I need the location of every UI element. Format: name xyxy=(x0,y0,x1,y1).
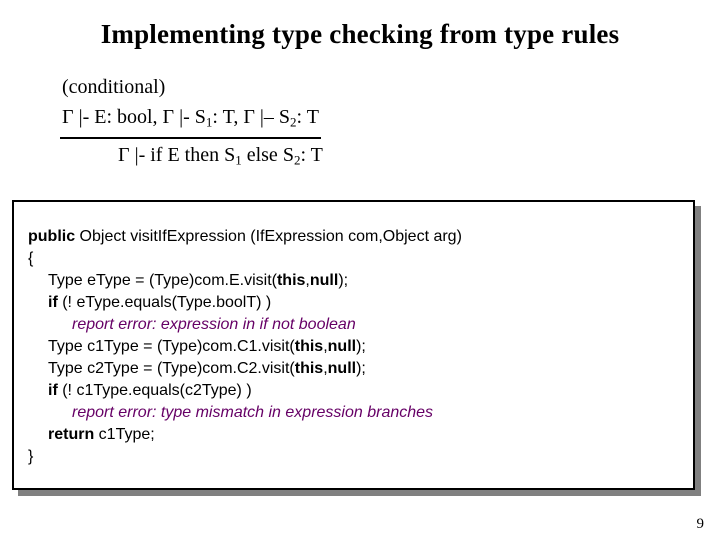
code-token-keyword: return xyxy=(48,426,95,443)
page-number: 9 xyxy=(696,516,705,532)
code-token-keyword: this xyxy=(294,360,324,377)
type-rule-premise-row: Γ |- E: bool, Γ |- S1: T, Γ |– S2: T xyxy=(60,104,323,139)
code-token-plain: , xyxy=(323,360,328,377)
code-line-if-booltest: if (! eType.equals(Type.boolT) ) xyxy=(28,292,693,314)
code-line-error-not-boolean: report error: expression in if not boole… xyxy=(28,314,693,336)
code-token-plain: (! c1Type.equals(c2Type) ) xyxy=(57,382,252,399)
code-line-signature: public Object visitIfExpression (IfExpre… xyxy=(28,226,693,248)
code-lines-container: public Object visitIfExpression (IfExpre… xyxy=(14,202,693,468)
code-line-return-stmt: return c1Type; xyxy=(28,424,693,446)
conclusion-text-c: : T xyxy=(300,143,323,166)
code-token-plain: Object visitIfExpression (IfExpression c… xyxy=(75,228,462,245)
code-token-keyword: public xyxy=(28,228,76,245)
code-token-error: report error: type mismatch in expressio… xyxy=(72,404,434,421)
code-token-plain: Type eType = (Type)com.E.visit( xyxy=(48,272,277,289)
type-rule-block: (conditional) Γ |- E: bool, Γ |- S1: T, … xyxy=(60,74,323,173)
code-token-keyword: if xyxy=(48,382,58,399)
type-rule-label: (conditional) xyxy=(62,76,166,98)
code-token-keyword: if xyxy=(48,294,58,311)
code-line-close-brace: } xyxy=(28,446,693,468)
code-block: public Object visitIfExpression (IfExpre… xyxy=(12,200,695,490)
code-token-plain: Type c1Type = (Type)com.C1.visit( xyxy=(48,338,295,355)
code-token-plain: , xyxy=(305,272,310,289)
code-token-plain: } xyxy=(28,448,34,465)
code-token-plain: ); xyxy=(338,272,349,289)
code-token-keyword: null xyxy=(309,272,339,289)
conclusion-subscript-2: 2 xyxy=(293,152,301,168)
conclusion-text-b: else S xyxy=(241,143,294,166)
code-line-c2type-decl: Type c2Type = (Type)com.C2.visit(this,nu… xyxy=(28,358,693,380)
code-token-keyword: this xyxy=(294,338,324,355)
conclusion-subscript-1: 1 xyxy=(235,152,242,168)
code-token-keyword: this xyxy=(276,272,306,289)
code-token-plain: ); xyxy=(356,360,366,377)
premise-subscript-1: 1 xyxy=(205,114,213,130)
page-title: Implementing type checking from type rul… xyxy=(100,19,620,49)
code-token-plain: (! eType.equals(Type.boolT) ) xyxy=(57,294,272,311)
code-token-error: report error: expression in if not boole… xyxy=(72,316,356,333)
code-line-if-branchtest: if (! c1Type.equals(c2Type) ) xyxy=(28,380,693,402)
type-rule-conclusion: Γ |- if E then S1 else S2: T xyxy=(60,142,323,174)
code-line-open-brace: { xyxy=(28,248,693,270)
type-rule-premise: Γ |- E: bool, Γ |- S1: T, Γ |– S2: T xyxy=(60,104,321,139)
code-line-error-type-mismatch: report error: type mismatch in expressio… xyxy=(28,402,693,424)
code-token-plain: ); xyxy=(356,338,366,355)
code-token-plain: c1Type; xyxy=(94,426,155,443)
premise-subscript-2: 2 xyxy=(290,114,297,130)
premise-text-c: : T xyxy=(296,106,319,128)
premise-text-b: : T, Γ |– S xyxy=(212,106,291,128)
premise-text-a: Γ |- E: bool, Γ |- S xyxy=(62,106,206,128)
code-line-c1type-decl: Type c1Type = (Type)com.C1.visit(this,nu… xyxy=(28,336,693,358)
code-token-plain: { xyxy=(28,250,34,267)
conclusion-text-a: Γ |- if E then S xyxy=(118,143,236,166)
code-line-etype-decl: Type eType = (Type)com.E.visit(this,null… xyxy=(28,270,693,292)
code-token-keyword: null xyxy=(327,360,357,377)
code-token-plain: Type c2Type = (Type)com.C2.visit( xyxy=(48,360,295,377)
code-token-plain: , xyxy=(323,338,328,355)
code-token-keyword: null xyxy=(327,338,357,355)
